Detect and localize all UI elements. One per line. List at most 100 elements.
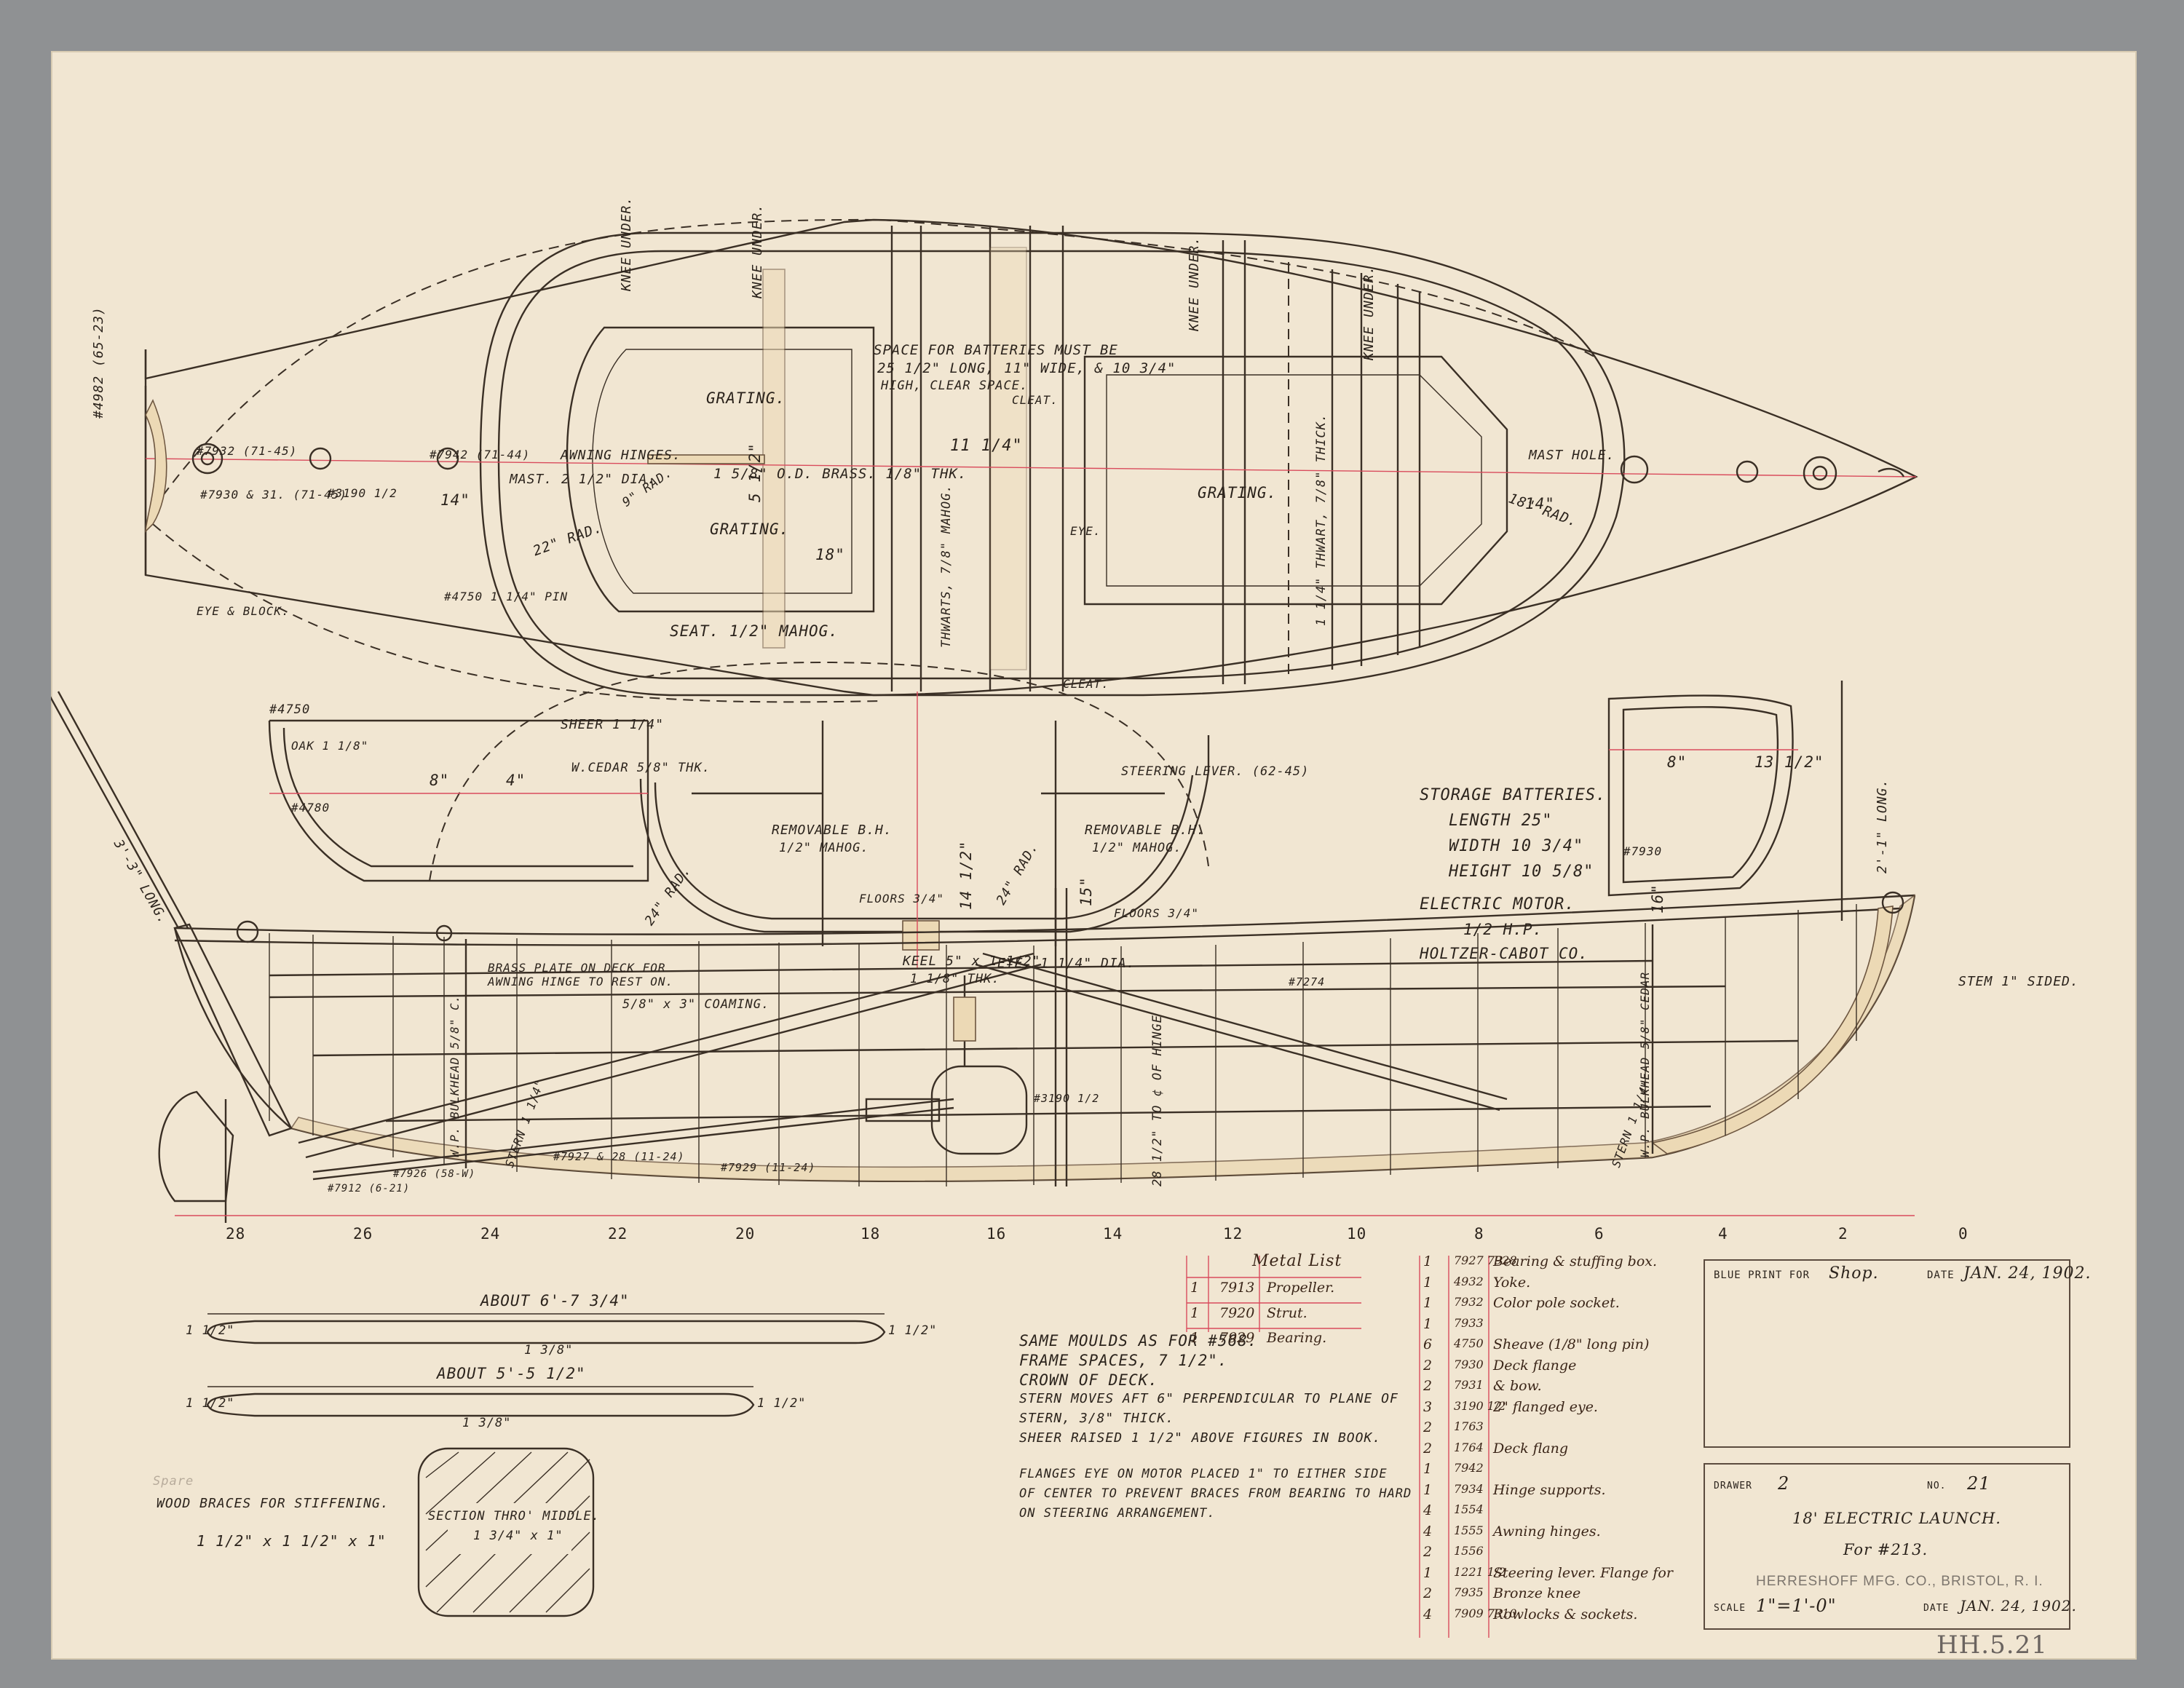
floors-label-1: FLOORS 3/4" [859,892,944,906]
drawing-title: 18' ELECTRIC LAUNCH. [1792,1510,2001,1527]
wood-braces-label: WOOD BRACES FOR STIFFENING. [157,1496,389,1511]
fittings-item: Hinge supports. [1493,1481,1606,1498]
fittings-qty: 2 [1423,1585,1433,1601]
plan-view [144,218,1918,703]
metal-list-table [1186,1256,1361,1332]
plan-dim-11-1-4: 11 1/4" [950,437,1023,455]
brace-details [206,1313,886,1617]
fittings-qty: 1 [1423,1461,1433,1477]
fittings-item: Yoke. [1493,1274,1531,1291]
fittings-no: 1763 [1454,1419,1484,1433]
profile-3190: #3190 1/2 [1034,1092,1100,1105]
rod-2-1-label: 2'-1" LONG. [1875,778,1890,873]
drawing-for: For #213. [1843,1541,1928,1558]
battery-space-note-3: HIGH, CLEAR SPACE. [881,379,1029,393]
fittings-qty: 1 [1423,1253,1433,1269]
blueprint-value: Shop. [1829,1264,1879,1283]
coaming-label: 5/8" x 3" COAMING. [622,997,770,1012]
eye-block-label: EYE & BLOCK. [197,604,290,618]
section-oak: OAK 1 1/8" [291,739,369,753]
thwarts-label: THWARTS, 7/8" MAHOG. [939,484,954,648]
fittings-table [1419,1256,1489,1638]
fittings-item: 2" flanged eye. [1493,1398,1598,1415]
profile-dim-13-1-2: 13 1/2" [1754,753,1824,771]
fittings-no: 7942 [1454,1461,1484,1475]
keel-label: KEEL 5" x 1 1/2" [903,954,1041,969]
station-6: 6 [1594,1225,1605,1243]
fittings-no: 4750 [1454,1336,1484,1350]
w-cedar-label: W.CEDAR 5/8" THK. [571,761,711,775]
awning-hinges-label: AWNING HINGES. [561,448,681,463]
knee-label-2: KNEE UNDER. [750,203,765,298]
fittings-qty: 2 [1423,1378,1433,1394]
profile-dim-14-1-2: 14 1/2" [957,840,975,910]
station-12: 12 [1223,1225,1243,1243]
fittings-qty: 2 [1423,1544,1433,1560]
thk-label: 1 1/8" THK. [910,972,1000,986]
note-line-2: FRAME SPACES, 7 1/2". [1019,1352,1228,1369]
station-24: 24 [480,1225,501,1243]
blueprint-date: JAN. 24, 1902. [1963,1264,2092,1283]
drawing-sheet: SPACE FOR BATTERIES MUST BE 25 1/2" LONG… [51,51,2137,1660]
note2-line-2: OF CENTER TO PREVENT BRACES FROM BEARING… [1019,1486,1412,1501]
sections-view [51,661,1843,968]
plan-dim-5-1-2: 5 1/2" [746,443,764,502]
fittings-item: Awning hinges. [1493,1523,1601,1540]
metal-qty: 1 [1190,1280,1200,1296]
metal-qty: 1 [1190,1330,1200,1346]
motor-hp: 1/2 H.P. [1463,921,1543,938]
station-2: 2 [1838,1225,1848,1243]
bulkhead-label-2: W.P. BULKHEAD 5/8" CEDAR [1638,971,1652,1157]
station-28: 28 [226,1225,246,1243]
metal-item: Bearing. [1267,1330,1327,1346]
fittings-qty: 1 [1423,1274,1433,1291]
thwart-label: 1 1/4" THWART, 7/8" THICK. [1314,413,1329,626]
brace-length-1: ABOUT 6'-7 3/4" [480,1292,630,1309]
grating-label-3: GRATING. [1198,484,1278,502]
brace-end-4: 1 1/2" [757,1396,807,1411]
sheet-number: 21 [1967,1473,1991,1494]
cleat-label-1: CLEAT. [1012,393,1059,407]
fittings-qty: 1 [1423,1295,1433,1311]
note-line-3: CROWN OF DECK. [1019,1371,1159,1389]
note2-line-1: FLANGES EYE ON MOTOR PLACED 1" TO EITHER… [1019,1467,1388,1481]
bulkhead-label-1: W.P. BULKHEAD 5/8" C. [448,994,462,1157]
station-10: 10 [1347,1225,1367,1243]
plan-dim-14a: 14" [440,491,470,509]
section-4780: #4780 [291,801,331,815]
fitting-4982: #4982 (65-23) [91,306,106,419]
motor-title: ELECTRIC MOTOR. [1420,895,1575,914]
fittings-item: Steering lever. Flange for [1493,1564,1673,1581]
fittings-no: 7927 7928 [1454,1253,1517,1267]
removable-bh-1: REMOVABLE B.H. [772,823,893,838]
brace-mid-1: 1 3/8" [524,1343,574,1358]
brace-end-3: 1 1/2" [186,1396,235,1411]
fittings-no: 7933 [1454,1315,1484,1330]
fittings-item: Bearing & stuffing box. [1493,1253,1658,1269]
blueprint-block: BLUE PRINT FOR Shop. DATE JAN. 24, 1902. [1704,1259,2091,1448]
sheer-label: SHEER 1 1/4" [561,717,665,732]
metal-no: 7920 [1219,1305,1255,1321]
fittings-qty: 3 [1423,1398,1433,1415]
batteries-title: STORAGE BATTERIES. [1420,786,1607,804]
fittings-qty: 2 [1423,1419,1433,1435]
profile-7926: #7926 (58-W) [393,1168,476,1180]
mast-label: MAST. 2 1/2" DIA. [510,472,657,487]
fittings-no: 1555 [1454,1523,1484,1537]
station-16: 16 [986,1225,1007,1243]
fittings-no: 7931 [1454,1378,1484,1392]
metal-no: 7913 [1219,1280,1255,1296]
fittings-no: 7932 [1454,1295,1484,1309]
brass-plate-note: BRASS PLATE ON DECK FOR AWNING HINGE TO … [488,961,674,988]
drawer-label: DRAWER [1714,1481,1752,1491]
fittings-no: 1764 [1454,1440,1484,1454]
plan-dim-14b: 14" [1525,495,1555,512]
drawer-number: 2 [1778,1473,1790,1494]
profile-dim-4: 4" [506,772,526,789]
batteries-height: HEIGHT 10 5/8" [1449,863,1594,881]
cleat-label-2: CLEAT. [1063,677,1109,691]
catalog-number: HH.5.21 [1936,1630,2048,1660]
fitting-3190: #3190 1/2 [328,486,397,500]
station-4: 4 [1718,1225,1728,1243]
fittings-qty: 1 [1423,1481,1433,1498]
